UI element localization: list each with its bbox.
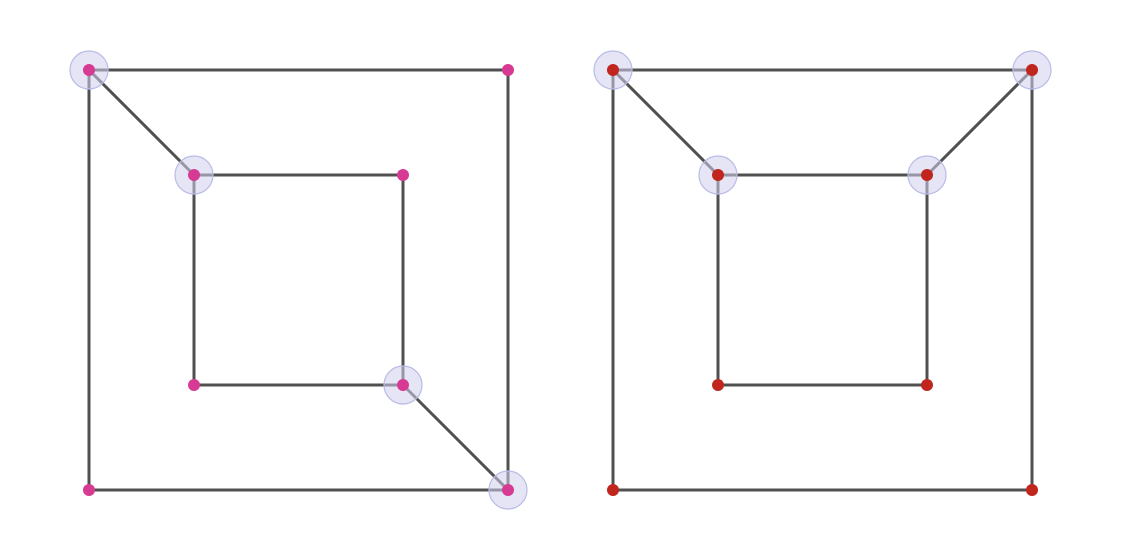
highlight-halos bbox=[593, 50, 1052, 195]
node-outer-top-right bbox=[502, 64, 514, 76]
node-outer-top-right bbox=[1026, 64, 1038, 76]
edge-outer-top-right-to-inner-top-right bbox=[925, 68, 1034, 177]
node-inner-top-left bbox=[188, 169, 200, 181]
node-outer-bottom-left bbox=[607, 484, 619, 496]
edge-outer-top-left-to-inner-top-left bbox=[611, 68, 720, 177]
edges bbox=[87, 68, 510, 492]
edge-outer-bottom-right-to-inner-bottom-right bbox=[401, 383, 510, 492]
node-outer-bottom-right bbox=[1026, 484, 1038, 496]
left-graph bbox=[69, 50, 528, 510]
nodes bbox=[607, 64, 1038, 496]
node-inner-top-right bbox=[921, 169, 933, 181]
right-graph bbox=[593, 50, 1052, 496]
node-outer-top-left bbox=[607, 64, 619, 76]
node-inner-bottom-left bbox=[188, 379, 200, 391]
node-inner-bottom-left bbox=[712, 379, 724, 391]
node-inner-top-right bbox=[397, 169, 409, 181]
node-outer-bottom-right bbox=[502, 484, 514, 496]
edge-outer-top-left-to-inner-top-left bbox=[87, 68, 196, 177]
nodes bbox=[83, 64, 514, 496]
node-inner-bottom-right bbox=[397, 379, 409, 391]
node-inner-bottom-right bbox=[921, 379, 933, 391]
node-inner-top-left bbox=[712, 169, 724, 181]
node-outer-bottom-left bbox=[83, 484, 95, 496]
node-outer-top-left bbox=[83, 64, 95, 76]
edges bbox=[611, 68, 1034, 492]
